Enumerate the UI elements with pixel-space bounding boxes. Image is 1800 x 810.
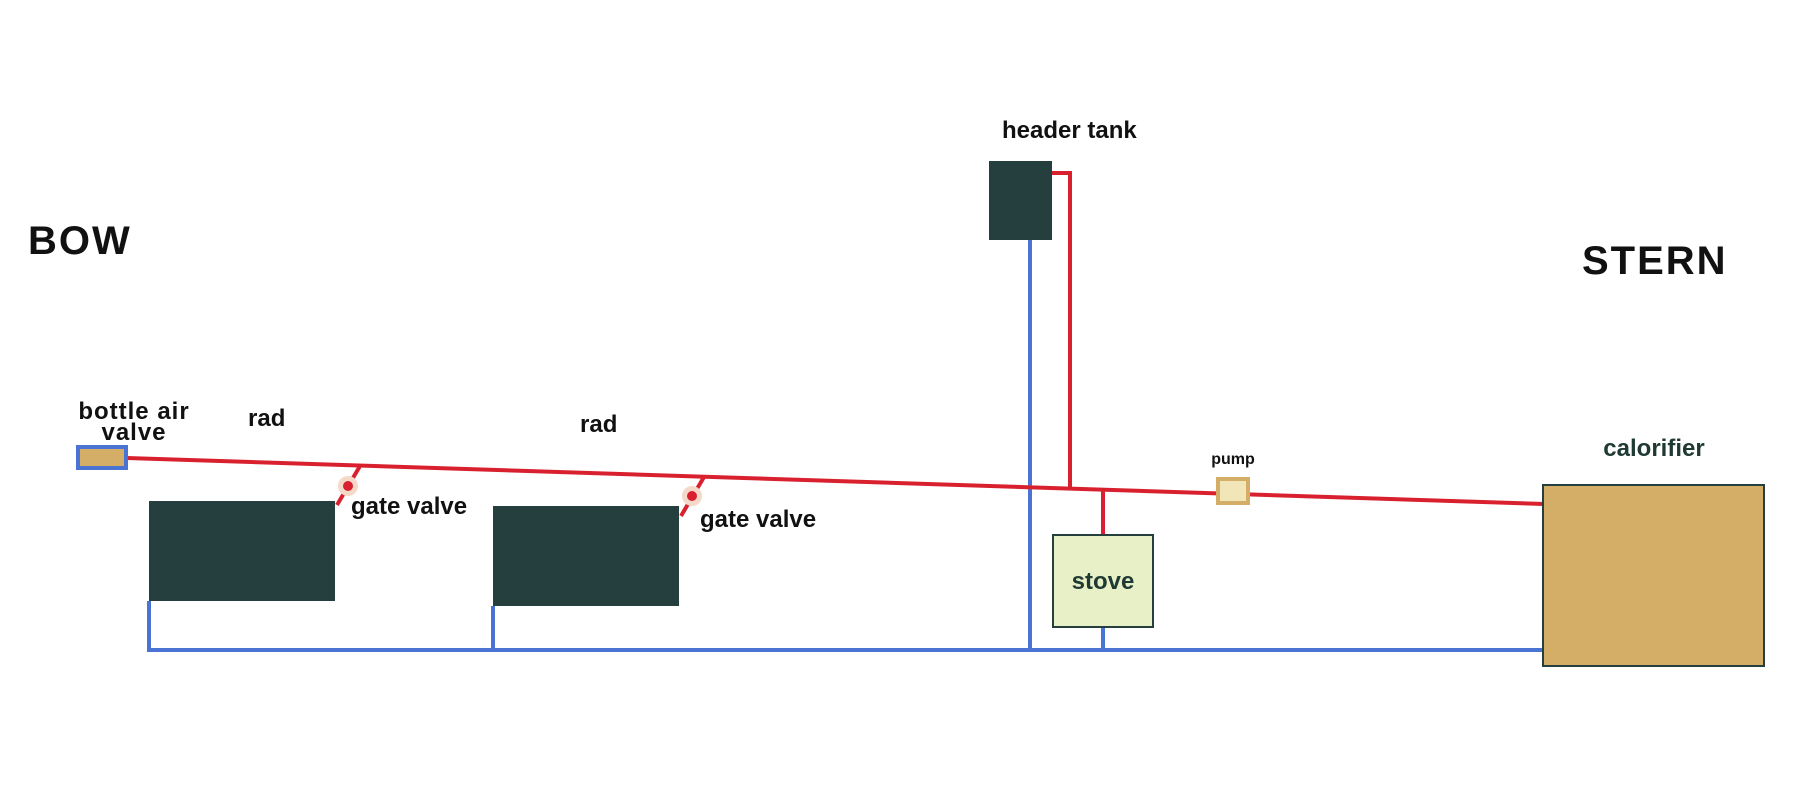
return-pipes xyxy=(147,240,1544,652)
stove xyxy=(1052,534,1154,628)
radiator-1 xyxy=(149,501,335,601)
rad-1-label: rad xyxy=(248,405,285,432)
pump-icon xyxy=(1216,477,1250,505)
stern-label: STERN xyxy=(1582,239,1728,283)
bottle-air-valve-label-line2: valve xyxy=(101,419,166,446)
flow-main-pipe xyxy=(126,456,1545,506)
gate-valve-2-icon xyxy=(682,486,702,506)
bottle-air-valve-label-line1: bottle air xyxy=(78,398,189,425)
header-tank xyxy=(989,161,1052,240)
radiator-2 xyxy=(493,506,679,606)
rad-2-label: rad xyxy=(580,411,617,438)
gate-valve-1-label: gate valve xyxy=(351,493,467,520)
bottle-air-valve-icon xyxy=(76,445,128,470)
return-main-pipe xyxy=(147,601,1544,652)
bow-label: BOW xyxy=(28,219,132,263)
gate-valve-1-icon xyxy=(338,476,358,496)
calorifier xyxy=(1542,484,1765,667)
stove-label: stove xyxy=(1072,568,1135,595)
pump-label: pump xyxy=(1211,451,1255,468)
gate-valve-2-label: gate valve xyxy=(700,506,816,533)
header-tank-label: header tank xyxy=(1002,117,1137,144)
calorifier-label: calorifier xyxy=(1603,435,1704,462)
